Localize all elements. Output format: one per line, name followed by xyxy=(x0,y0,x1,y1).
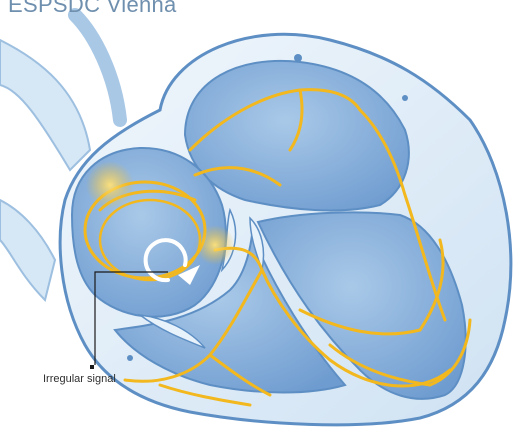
header-caption: ESPSDC Vienna xyxy=(8,0,177,18)
annotation-leader-dot xyxy=(90,365,94,369)
annotation-label: Irregular signal xyxy=(43,373,116,385)
